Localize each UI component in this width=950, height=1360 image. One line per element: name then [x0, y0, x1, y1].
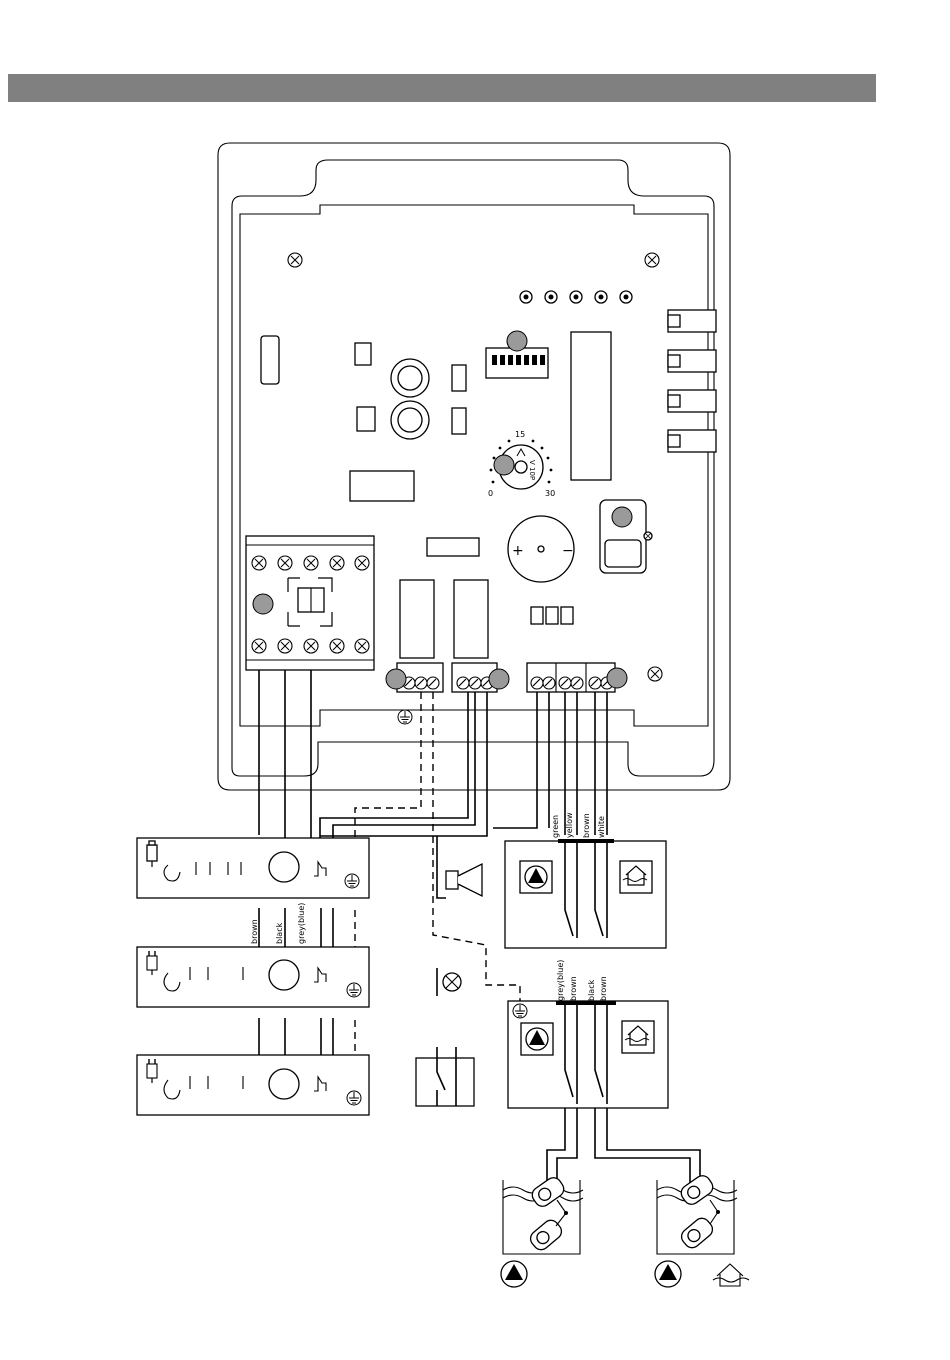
wire-label: white [597, 816, 606, 838]
buzzer-minus: − [562, 543, 574, 559]
control-housing [218, 143, 730, 790]
float-switch-icon [529, 1175, 567, 1210]
sensor-cable-2-labels: grey(blue) brown black brown [556, 960, 608, 1001]
buzzer-plus: + [512, 543, 524, 559]
ground-icon [347, 1091, 361, 1105]
potentiometer: 15 0 30 V 10P [488, 430, 555, 498]
pcb-components: 15 0 30 V 10P + − [246, 253, 716, 724]
sensor-box-1 [505, 841, 666, 948]
dip-switch [486, 331, 548, 378]
wire-label: black [587, 979, 596, 1001]
small-components [531, 607, 573, 624]
contactor [246, 536, 374, 670]
pump-icon [501, 1261, 527, 1287]
ground-icon [347, 983, 361, 997]
sensor-box-2 [508, 1001, 668, 1108]
wire-label: brown [250, 919, 259, 944]
wire-label: brown [599, 976, 608, 1001]
wire-label: brown [582, 813, 591, 838]
wire-label: grey(blue) [297, 903, 306, 944]
wire-label: black [275, 922, 284, 944]
float-switch-icon [678, 1215, 715, 1251]
relays [400, 580, 488, 658]
motor [269, 1069, 299, 1099]
wire-label: green [551, 815, 560, 838]
pump-icon [520, 861, 552, 893]
pot-scale-max: 30 [545, 489, 555, 498]
pot-label: V 10P [528, 460, 536, 480]
horn-icon [446, 864, 482, 896]
house-flood-icon [622, 1021, 654, 1053]
pump-box-2 [137, 947, 369, 1007]
pump-box-1 [137, 838, 369, 898]
house-flood-icon [713, 1264, 749, 1286]
pump-icon [655, 1261, 681, 1287]
led-row [520, 291, 632, 303]
reset-button [600, 500, 652, 573]
lamp-icon [437, 968, 461, 996]
pump-box-3 [137, 1055, 369, 1115]
terminal-blocks [386, 663, 627, 692]
ground-icon [398, 710, 412, 724]
screw-icon [645, 253, 659, 267]
pot-scale-mid: 15 [515, 430, 525, 439]
wire-label: grey(blue) [556, 960, 565, 1001]
screw-icon [648, 667, 662, 681]
pot-scale-min: 0 [488, 489, 493, 498]
pump-icon [521, 1023, 553, 1055]
ground-icon [513, 1004, 527, 1018]
external-switch-box [416, 1047, 474, 1106]
side-connectors [668, 310, 716, 452]
motor [269, 852, 299, 882]
wire-label: brown [569, 976, 578, 1001]
house-flood-icon [620, 861, 652, 893]
buzzer: + − [508, 516, 574, 582]
tank-right [657, 1173, 737, 1254]
screw-icon [288, 253, 302, 267]
float-switch-icon [678, 1173, 716, 1208]
display-module [571, 332, 611, 480]
wire-label: yellow [565, 812, 574, 838]
ground-icon [345, 874, 359, 888]
fuse [261, 336, 279, 384]
sensor-cable-1-labels: green yellow brown white [551, 812, 606, 838]
motor [269, 960, 299, 990]
tank-left [503, 1175, 583, 1254]
